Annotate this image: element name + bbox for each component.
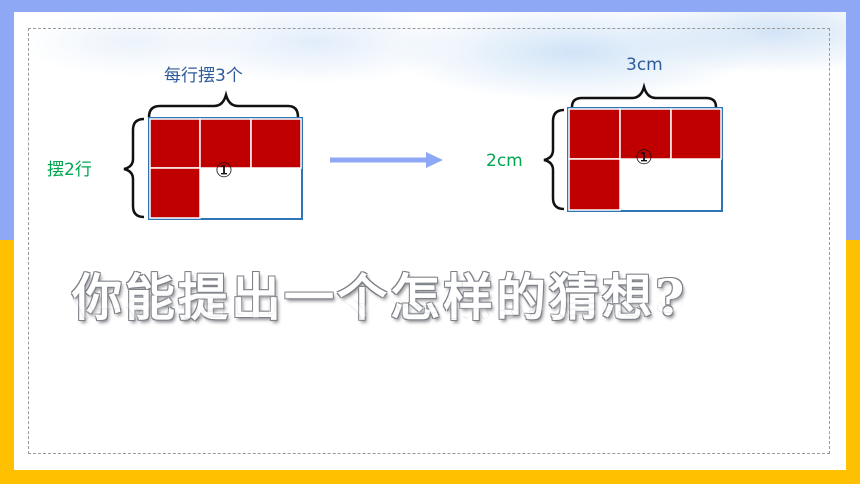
left-figure — [123, 90, 303, 220]
right-top-brace — [570, 82, 718, 108]
left-side-brace — [123, 117, 145, 219]
left-top-brace — [147, 90, 300, 118]
right-square — [619, 108, 672, 160]
left-marker-label: ① — [215, 158, 233, 182]
right-marker-label: ① — [635, 145, 653, 169]
right-square — [568, 108, 621, 160]
right-square — [568, 158, 621, 211]
right-side-brace — [543, 108, 565, 211]
left-square — [149, 118, 201, 169]
right-figure — [543, 82, 723, 212]
question-reflection: 你能提出一个怎样的猜想? — [72, 263, 688, 322]
arrow-head — [426, 152, 443, 168]
transform-arrow — [330, 152, 443, 168]
left-square — [199, 118, 252, 169]
left-square — [250, 118, 302, 169]
height-label: 2cm — [486, 151, 523, 171]
question-heading: 你能提出一个怎样的猜想? — [72, 268, 688, 327]
right-square — [670, 108, 722, 160]
width-label: 3cm — [626, 55, 663, 75]
dashed-frame — [28, 28, 830, 454]
row-count-label: 每行摆3个 — [164, 66, 243, 86]
left-square — [149, 167, 201, 219]
row-number-label: 摆2行 — [47, 160, 92, 180]
